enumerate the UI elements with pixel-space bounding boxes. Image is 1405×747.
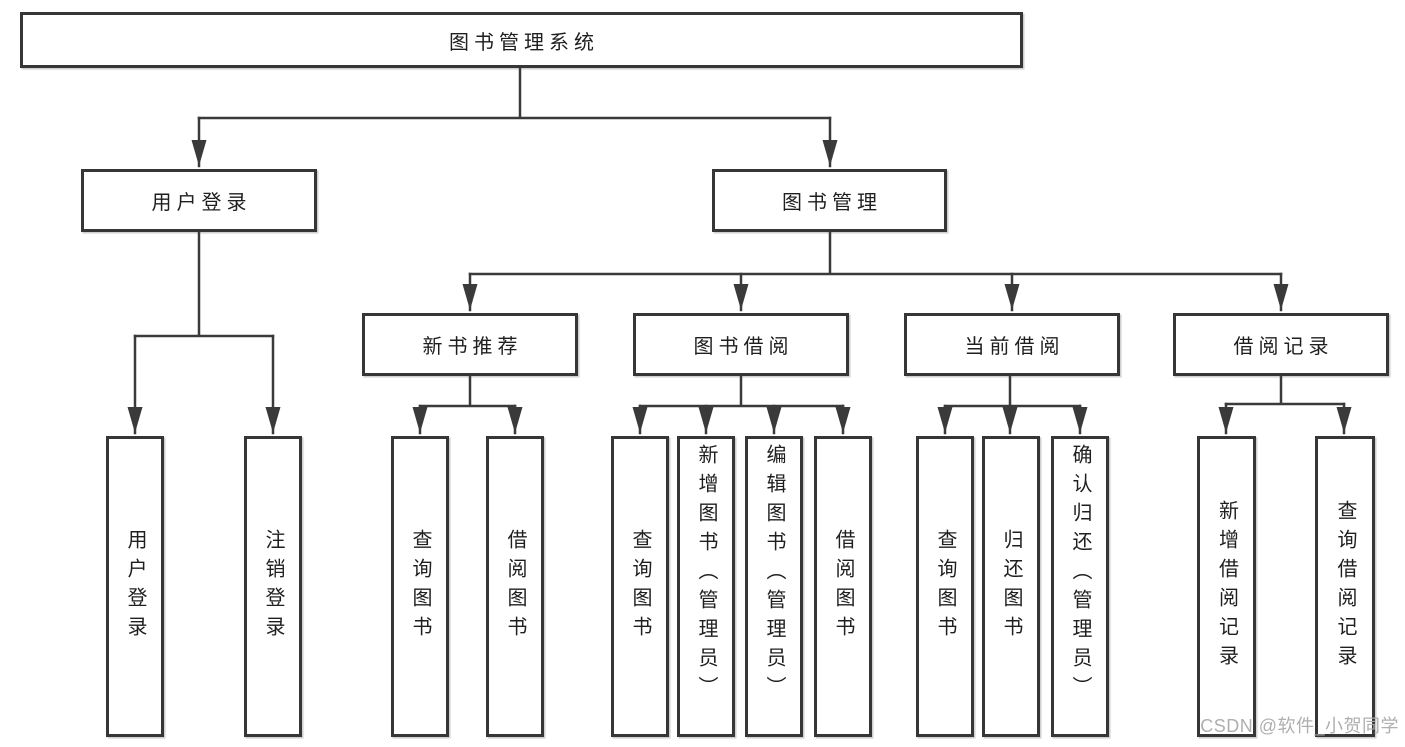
leaf-label: 新增图书（管理员） (695, 444, 717, 705)
leaf-label: 查询借阅记录 (1334, 499, 1356, 674)
leaf-label: 借阅图书 (504, 528, 526, 645)
node-label: 当前借阅 (964, 336, 1065, 358)
leaf-label: 确认归还（管理员） (1069, 444, 1091, 705)
leaf-query-books: 查询图书 (916, 436, 974, 737)
leaf-query-books: 查询图书 (611, 436, 669, 737)
node-library-system: 图书管理系统 (20, 12, 1023, 68)
leaf-borrow-books: 借阅图书 (486, 436, 544, 737)
leaf-return-books: 归还图书 (982, 436, 1040, 737)
leaf-label: 注销登录 (262, 528, 284, 645)
leaf-label: 新增借阅记录 (1215, 499, 1238, 674)
leaf-query-borrow-record: 查询借阅记录 (1315, 436, 1375, 737)
node-new-book-recommend: 新书推荐 (362, 313, 578, 376)
leaf-query-books: 查询图书 (391, 436, 449, 737)
node-label: 用户登录 (151, 192, 252, 214)
node-label: 新书推荐 (422, 336, 523, 358)
node-book-borrowing: 图书借阅 (633, 313, 849, 376)
leaf-edit-books-admin: 编辑图书（管理员） (745, 436, 803, 737)
leaf-label: 借阅图书 (832, 528, 854, 645)
node-current-borrowing: 当前借阅 (904, 313, 1120, 376)
leaf-label: 编辑图书（管理员） (763, 444, 785, 705)
node-label: 图书管理系统 (449, 31, 599, 54)
node-user-login: 用户登录 (81, 169, 317, 232)
node-label: 借阅记录 (1233, 336, 1334, 358)
leaf-add-borrow-record: 新增借阅记录 (1197, 436, 1256, 737)
leaf-label: 查询图书 (409, 528, 431, 645)
leaf-label: 查询图书 (934, 528, 956, 645)
leaf-user-login: 用户登录 (106, 436, 164, 737)
node-borrowing-records: 借阅记录 (1173, 313, 1389, 376)
leaf-borrow-books: 借阅图书 (814, 436, 872, 737)
leaf-logout: 注销登录 (244, 436, 302, 737)
leaf-add-books-admin: 新增图书（管理员） (677, 436, 735, 737)
leaf-confirm-return-admin: 确认归还（管理员） (1051, 436, 1109, 737)
node-book-management: 图书管理 (712, 169, 947, 232)
csdn-watermark: CSDN @软件_小贺同学 (1200, 716, 1399, 736)
leaf-label: 归还图书 (1000, 528, 1022, 645)
node-label: 图书借阅 (693, 336, 794, 358)
leaf-label: 用户登录 (124, 528, 146, 645)
node-label: 图书管理 (782, 192, 882, 214)
leaf-label: 查询图书 (629, 528, 651, 645)
